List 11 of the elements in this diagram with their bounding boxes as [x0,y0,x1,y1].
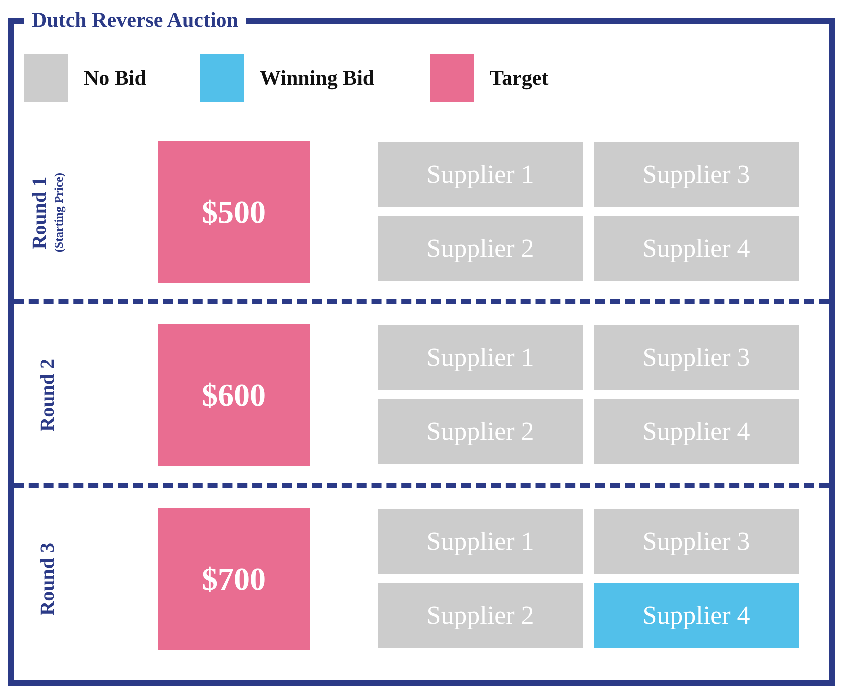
legend-label: Target [490,66,549,90]
legend-label: Winning Bid [260,66,375,90]
round-note: (Starting Price) [52,172,67,252]
target-price-box: $500 [158,141,310,283]
supplier-box: Supplier 4 [594,583,799,648]
target-price-box: $700 [158,508,310,650]
round-label: Round 3 [36,543,60,616]
round-label: Round 2 [36,359,60,432]
round-label: Round 1 [29,176,52,249]
legend-label: No Bid [84,66,146,90]
target-price-box: $600 [158,324,310,466]
